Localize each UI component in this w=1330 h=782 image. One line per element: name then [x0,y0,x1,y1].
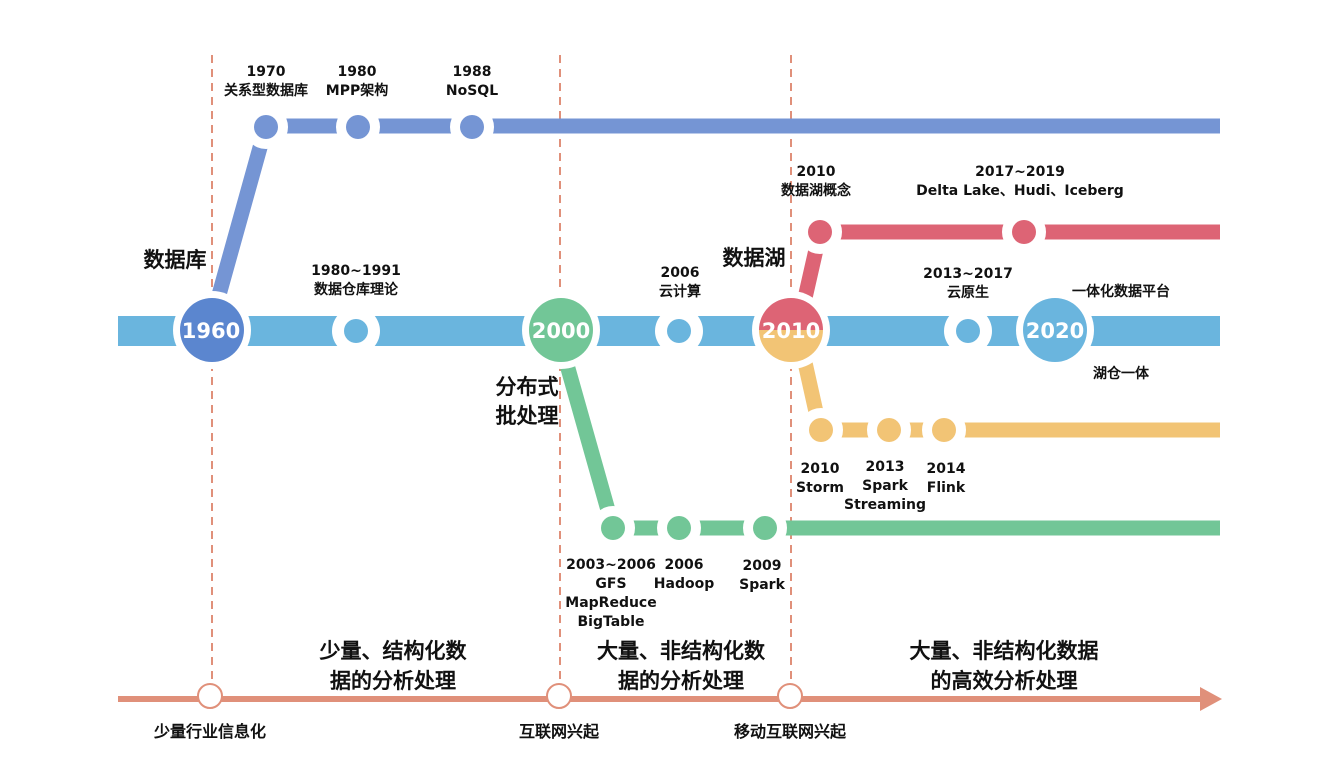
milestone-marker [546,683,572,709]
label-line: MapReduce [565,595,657,611]
label-line: Spark [739,577,785,593]
hub-1960 [180,298,244,362]
event-year: 2013~2017 [923,266,1013,282]
time-axis-arrowhead [1200,687,1222,711]
label-line: 2003~2006 [566,557,656,573]
main-event-dot [956,319,980,343]
streaming-event-label: 2014 Flink [927,460,966,498]
era-description: 少量、结构化数 据的分析处理 [320,636,467,696]
database-event-dot [254,115,278,139]
event-year: 1970 [246,64,286,80]
database-event-dot [346,115,370,139]
label-line: Streaming [844,497,926,513]
label-line: Storm [796,480,844,496]
era-line: 大量、非结构化数据 [909,639,1099,663]
main-event-dot [667,319,691,343]
streaming-event-dot [809,418,833,442]
milestone-marker [197,683,223,709]
event-name: 数据仓库理论 [313,282,398,298]
event-name: 云计算 [659,284,701,300]
event-year: 1980~1991 [311,263,401,279]
label-line: BigTable [577,614,645,630]
era-line: 少量、结构化数 [319,639,467,663]
distributed-event-label: 2003~2006 GFS MapReduce BigTable [565,556,656,632]
title-line: 批处理 [495,404,559,428]
label-line: 2014 [926,461,966,477]
label-line: Flink [926,480,966,496]
era-description: 大量、非结构化数据 的高效分析处理 [910,636,1099,696]
distributed-event-label: 2006 Hadoop [654,556,714,594]
label-line: 2013 [865,459,905,475]
label-line: 2010 [800,461,840,477]
distributed-event-dot [753,516,777,540]
platform-note: 一体化数据平台 [1072,284,1170,300]
event-year: 1980 [337,64,377,80]
event-name: 云原生 [946,285,989,301]
database-event-label: 1970 关系型数据库 [224,63,308,101]
era-line: 大量、非结构化数 [597,639,765,663]
distributed-event-dot [667,516,691,540]
lake-event-label: 2017~2019 Delta Lake、Hudi、Iceberg [916,163,1124,201]
milestone-marker [777,683,803,709]
database-track-title: 数据库 [143,248,207,272]
event-year: 1988 [452,64,492,80]
main-event-label: 1980~1991 数据仓库理论 [311,262,401,300]
lake-event-label: 2010 数据湖概念 [781,163,851,201]
main-event-label: 2013~2017 云原生 [923,265,1013,303]
main-event-label: 2006 云计算 [659,264,701,302]
distributed-event-label: 2009 Spark [739,557,785,595]
hub-2020 [1023,298,1087,362]
label-line: Hadoop [653,576,715,592]
era-line: 的高效分析处理 [930,669,1078,693]
event-year: 2017~2019 [975,164,1065,180]
milestone-label: 互联网兴起 [518,722,600,741]
lake-event-dot [808,220,832,244]
milestone-label: 移动互联网兴起 [733,722,847,741]
database-event-dot [460,115,484,139]
database-event-label: 1980 MPP架构 [326,63,388,101]
streaming-event-label: 2013 Spark Streaming [844,458,926,515]
distributed-track-title: 分布式 批处理 [496,373,559,431]
distributed-event-dot [601,516,625,540]
database-event-label: 1988 NoSQL [446,63,498,101]
label-line: GFS [595,576,627,592]
era-line: 据的分析处理 [618,669,744,693]
streaming-event-dot [877,418,901,442]
era-description: 大量、非结构化数 据的分析处理 [597,636,765,696]
title-line: 分布式 [495,375,559,399]
event-year: 2006 [660,265,700,281]
lake-track-title: 数据湖 [722,246,786,270]
hub-2010-top-half [759,298,823,330]
event-name: 关系型数据库 [224,83,308,99]
main-event-dot [344,319,368,343]
event-name: MPP架构 [325,83,389,99]
streaming-event-label: 2010 Storm [796,460,844,498]
label-line: Spark [862,478,908,494]
event-name: Delta Lake、Hudi、Iceberg [916,183,1124,199]
era-line: 据的分析处理 [330,669,456,693]
event-name: NoSQL [445,83,499,99]
hub-2000 [529,298,593,362]
event-year: 2010 [796,164,836,180]
streaming-track [792,338,1220,438]
event-name: 数据湖概念 [781,183,851,199]
milestone-label: 少量行业信息化 [153,722,267,741]
label-line: 2006 [664,557,704,573]
streaming-event-dot [932,418,956,442]
lakehouse-note: 湖仓一体 [1093,366,1149,382]
hub-2010-bottom-half [759,330,823,362]
lake-event-dot [1012,220,1036,244]
label-line: 2009 [742,558,782,574]
